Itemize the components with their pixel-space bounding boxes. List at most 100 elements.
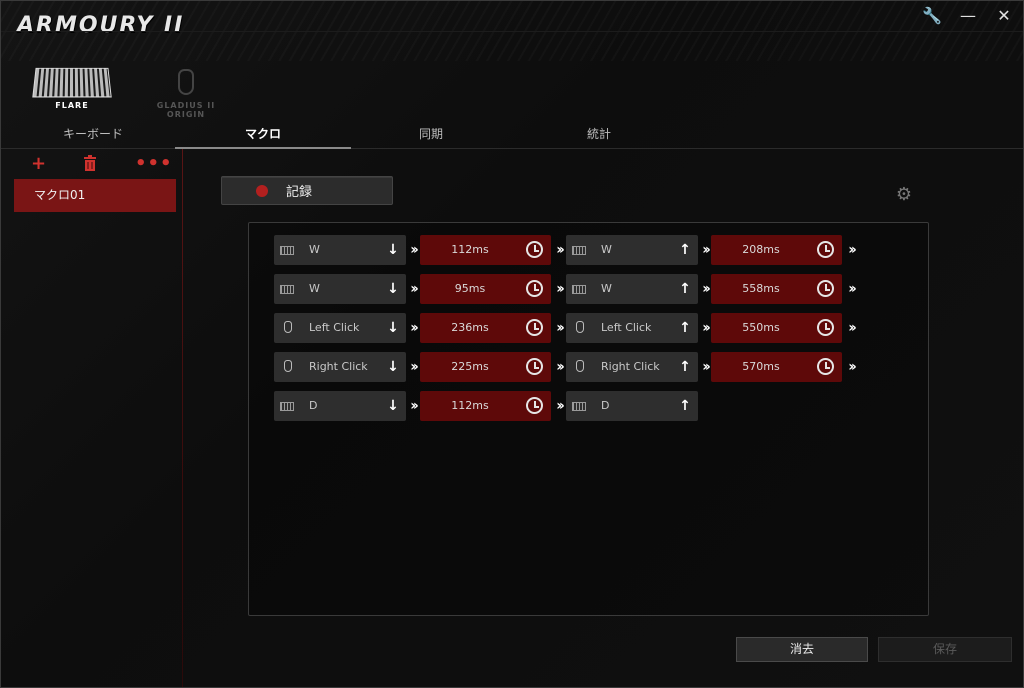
delay-step[interactable]: 95ms (420, 274, 551, 304)
clock-icon[interactable] (526, 397, 543, 414)
delay-step[interactable]: 112ms (420, 391, 551, 421)
key-step[interactable]: W↑ (566, 274, 698, 304)
key-name: D (601, 399, 610, 412)
key-step[interactable]: D↓ (274, 391, 406, 421)
delay-value: 236ms (451, 321, 489, 334)
chevron-right-icon: ›› (556, 242, 565, 258)
tab-macro[interactable]: マクロ (175, 121, 351, 149)
key-name: W (309, 243, 320, 256)
record-button[interactable]: 記録 (221, 176, 393, 205)
device-name: FLARE (55, 101, 89, 110)
chevron-right-icon: ›› (848, 242, 857, 258)
chevron-right-icon: ›› (556, 281, 565, 297)
device-name-line1: GLADIUS II (156, 101, 216, 110)
arrow-up-icon[interactable]: ↑ (679, 398, 691, 414)
key-step[interactable]: W↓ (274, 274, 406, 304)
wrench-icon[interactable]: 🔧 (922, 5, 942, 25)
keyboard-icon (280, 243, 296, 257)
arrow-down-icon[interactable]: ↓ (387, 242, 399, 258)
chevron-right-icon: ›› (702, 320, 711, 336)
chevron-right-icon: ›› (410, 398, 419, 414)
clock-icon[interactable] (817, 241, 834, 258)
sidebar-toolbar: + ••• (1, 155, 183, 175)
gear-icon[interactable]: ⚙ (895, 184, 913, 205)
minimize-icon[interactable]: — (960, 5, 976, 25)
arrow-down-icon[interactable]: ↓ (387, 398, 399, 414)
tab-keyboard[interactable]: キーボード (62, 127, 123, 141)
chevron-right-icon: ›› (556, 320, 565, 336)
tab-stats[interactable]: 統計 (586, 127, 611, 141)
key-step[interactable]: Left Click↓ (274, 313, 406, 343)
keyboard-icon (280, 399, 296, 413)
arrow-up-icon[interactable]: ↑ (679, 359, 691, 375)
chevron-right-icon: ›› (848, 320, 857, 336)
key-step[interactable]: Left Click ↑ (566, 313, 698, 343)
arrow-up-icon[interactable]: ↑ (679, 320, 691, 336)
mouse-icon (280, 321, 296, 335)
delay-value: 112ms (451, 243, 489, 256)
record-label: 記録 (286, 185, 313, 200)
chevron-right-icon: ›› (556, 359, 565, 375)
key-step[interactable]: Right Click ↓ (274, 352, 406, 382)
chevron-right-icon: ›› (556, 398, 565, 414)
arrow-down-icon[interactable]: ↓ (387, 281, 399, 297)
delay-value: 570ms (742, 360, 780, 373)
clock-icon[interactable] (817, 280, 834, 297)
chevron-right-icon: ›› (702, 281, 711, 297)
device-gladius[interactable]: GLADIUS II ORIGIN (141, 65, 231, 119)
delay-step[interactable]: 558ms (711, 274, 842, 304)
chevron-right-icon: ›› (848, 359, 857, 375)
clock-icon[interactable] (526, 319, 543, 336)
delay-value: 95ms (454, 282, 486, 295)
add-macro-button[interactable]: + (31, 153, 47, 174)
delay-value: 208ms (742, 243, 780, 256)
clear-button[interactable]: 消去 (736, 637, 868, 662)
title-controls: 🔧 — ✕ (921, 5, 1015, 25)
delay-step[interactable]: 570ms (711, 352, 842, 382)
key-step[interactable]: W↑ (566, 235, 698, 265)
save-button[interactable]: 保存 (878, 637, 1012, 662)
arrow-up-icon[interactable]: ↑ (679, 281, 691, 297)
delay-value: 558ms (742, 282, 780, 295)
record-icon (256, 184, 268, 197)
clock-icon[interactable] (526, 280, 543, 297)
chevron-right-icon: ›› (410, 320, 419, 336)
key-name: Left Click (601, 321, 652, 334)
trash-icon[interactable] (83, 155, 97, 173)
keyboard-device-icon (32, 67, 112, 98)
delay-value: 112ms (451, 399, 489, 412)
device-name-line2: ORIGIN (166, 110, 206, 119)
key-step[interactable]: D↑ (566, 391, 698, 421)
delay-step[interactable]: 225ms (420, 352, 551, 382)
mouse-icon (280, 360, 296, 374)
delay-step[interactable]: 208ms (711, 235, 842, 265)
delay-value: 550ms (742, 321, 780, 334)
arrow-down-icon[interactable]: ↓ (387, 320, 399, 336)
delay-step[interactable]: 236ms (420, 313, 551, 343)
key-name: W (601, 282, 612, 295)
key-name: W (601, 243, 612, 256)
clock-icon[interactable] (817, 319, 834, 336)
clock-icon[interactable] (526, 358, 543, 375)
tab-bar: キーボード マクロ 同期 統計 (1, 121, 1023, 149)
mouse-icon (572, 321, 588, 335)
divider (1, 31, 1023, 32)
tab-sync[interactable]: 同期 (418, 127, 443, 141)
arrow-up-icon[interactable]: ↑ (679, 242, 691, 258)
macro-list-item[interactable]: マクロ01 (14, 179, 176, 212)
chevron-right-icon: ›› (410, 281, 419, 297)
key-name: D (309, 399, 318, 412)
delay-step[interactable]: 550ms (711, 313, 842, 343)
clock-icon[interactable] (526, 241, 543, 258)
key-step[interactable]: Right Click↑ (566, 352, 698, 382)
key-step[interactable]: W↓ (274, 235, 406, 265)
device-flare[interactable]: FLARE (27, 65, 117, 110)
more-options-button[interactable]: ••• (135, 153, 173, 174)
mouse-device-icon (178, 69, 194, 95)
delay-step[interactable]: 112ms (420, 235, 551, 265)
close-icon[interactable]: ✕ (997, 5, 1011, 25)
clock-icon[interactable] (817, 358, 834, 375)
key-name: Right Click (309, 360, 368, 373)
arrow-down-icon[interactable]: ↓ (387, 359, 399, 375)
